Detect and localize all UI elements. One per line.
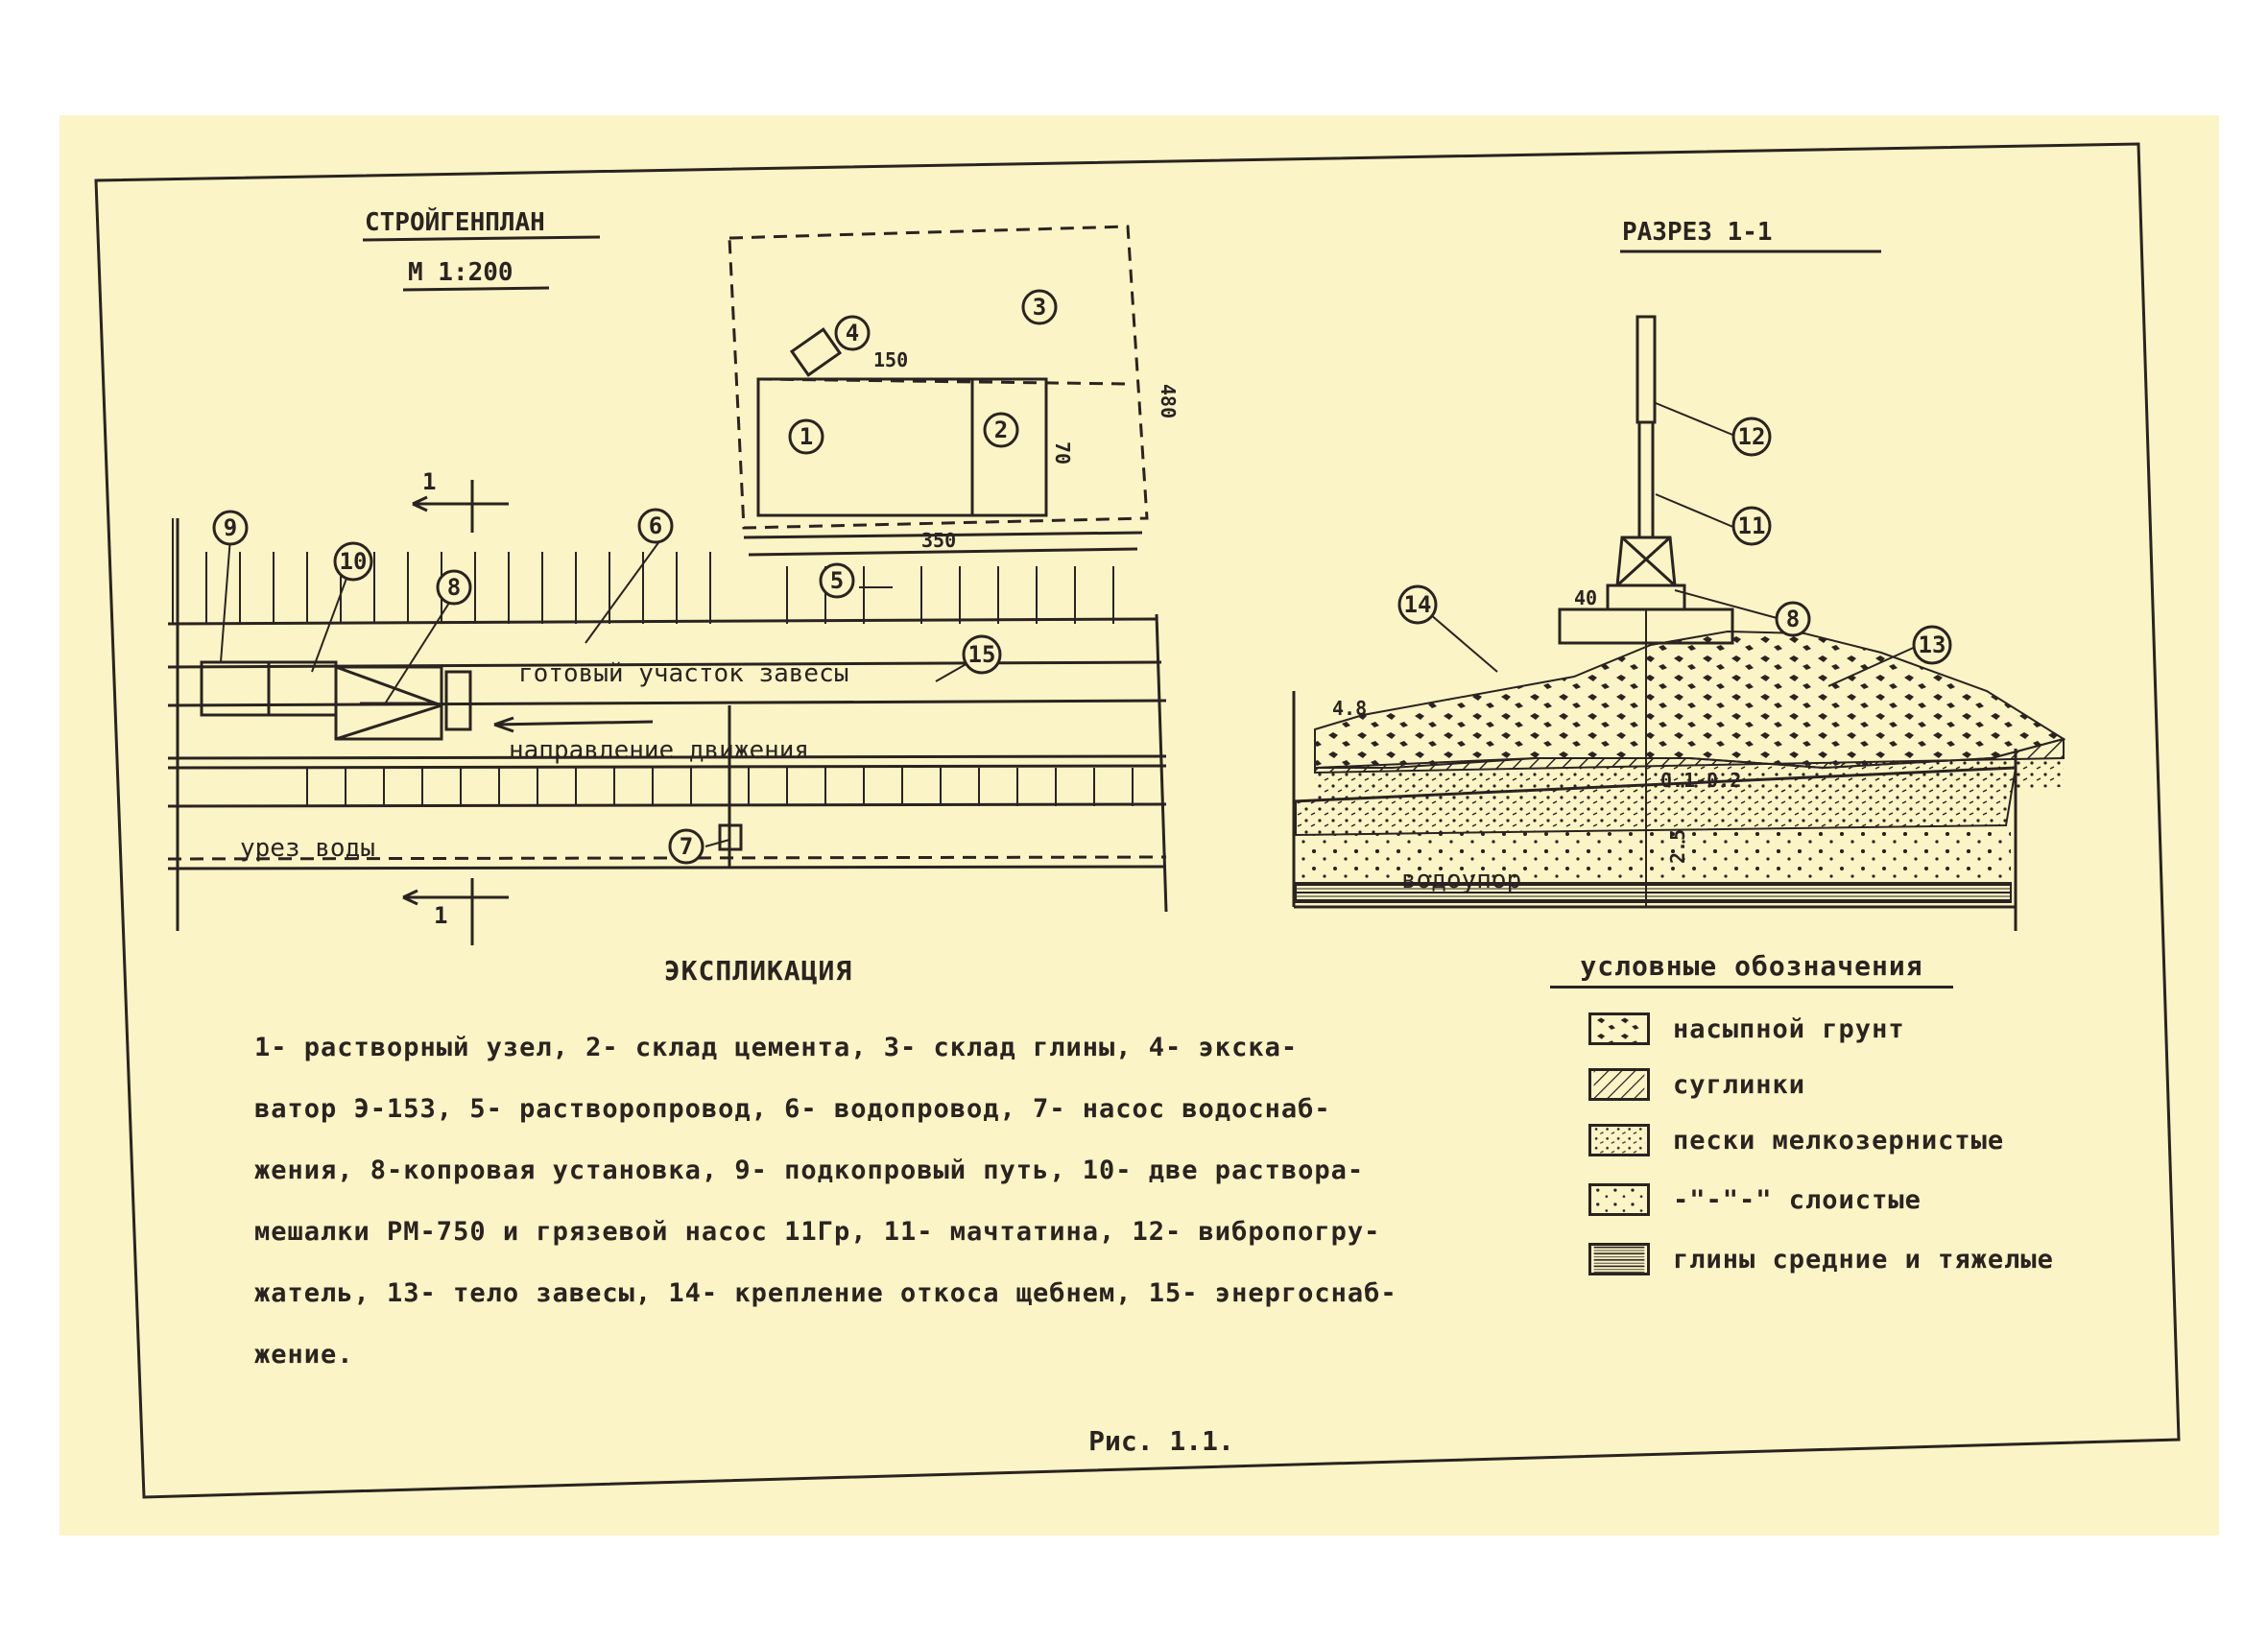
plan-ticks-bottom — [306, 768, 1134, 806]
callout-13: 13 — [1912, 625, 1952, 665]
callouts: 1 2 3 4 5 6 7 8 9 10 11 12 13 14 15 8 — [212, 289, 1952, 865]
mortar-unit — [756, 377, 1048, 517]
callout-12: 12 — [1731, 417, 1772, 457]
legend-item-loam: суглинки — [1588, 1063, 1805, 1106]
svg-text:14: 14 — [1404, 591, 1432, 618]
callout-1: 1 — [788, 418, 824, 455]
callout-14: 14 — [1397, 584, 1438, 625]
excavator-symbol — [789, 327, 843, 377]
svg-text:4: 4 — [846, 320, 859, 346]
water-edge-label: урез воды — [240, 834, 375, 863]
svg-text:12: 12 — [1738, 423, 1766, 450]
callout-leaders — [220, 402, 1921, 847]
callout-9: 9 — [212, 510, 249, 546]
legend-swatch-fill — [1588, 1013, 1650, 1045]
mast-top — [1635, 315, 1657, 424]
plan-scale: М 1:200 — [408, 258, 513, 287]
svg-text:8: 8 — [1786, 606, 1800, 632]
svg-text:5: 5 — [830, 567, 844, 594]
plan-title: СТРОЙГЕНПЛАН — [365, 206, 545, 237]
svg-text:3: 3 — [1033, 294, 1046, 321]
explication-text: 1- растворный узел, 2- склад цемента, 3-… — [254, 1033, 1397, 1370]
svg-text:10: 10 — [340, 548, 368, 575]
svg-text:11: 11 — [1738, 512, 1766, 539]
legend-label: -"-"-" слоистые — [1673, 1184, 1922, 1215]
aquiclude-label: водоупор — [1401, 866, 1521, 894]
svg-text:1: 1 — [800, 423, 813, 450]
ready-section-label: готовый участок завесы — [518, 659, 848, 688]
clay-layer — [1295, 882, 2012, 903]
callout-7: 7 — [668, 828, 704, 865]
fill-body — [1314, 630, 2066, 770]
legend-label: суглинки — [1673, 1069, 1806, 1100]
dim-2-5: 2.5 — [1666, 829, 1689, 864]
legend-item-fill: насыпной грунт — [1588, 1008, 1905, 1050]
pile-driver-frame — [334, 665, 443, 741]
direction-label: направление движения — [509, 736, 809, 765]
legend-item-fine-sand: пески мелкозернистые — [1588, 1119, 2004, 1161]
dim-70: 70 — [1051, 441, 1074, 465]
callout-5: 5 — [819, 562, 855, 599]
legend-swatch-hatch — [1588, 1068, 1650, 1101]
legend-label: пески мелкозернистые — [1673, 1125, 2005, 1156]
legend-title: условные обозначения — [1550, 950, 1953, 989]
legend-label: насыпной грунт — [1673, 1013, 1905, 1044]
dim-40: 40 — [1574, 586, 1597, 609]
dim-350: 350 — [921, 529, 956, 552]
legend-swatch-clay — [1588, 1243, 1650, 1275]
water-pump — [718, 823, 743, 851]
svg-text:7: 7 — [680, 833, 693, 860]
callout-8-section: 8 — [1775, 601, 1811, 637]
callout-2: 2 — [983, 412, 1019, 448]
legend-swatch-fine — [1588, 1124, 1650, 1156]
dim-0-1: 0.1-0.2 — [1660, 769, 1741, 792]
callout-8: 8 — [436, 569, 472, 606]
callout-15: 15 — [962, 634, 1002, 675]
mixer-block-1 — [200, 660, 271, 717]
callout-4: 4 — [834, 315, 871, 351]
dim-480: 480 — [1157, 384, 1180, 418]
explication-title: ЭКСПЛИКАЦИЯ — [663, 955, 853, 987]
callout-3: 3 — [1021, 289, 1058, 325]
dim-150: 150 — [873, 348, 908, 371]
callout-11: 11 — [1731, 506, 1772, 546]
figure-caption: Рис. 1.1. — [1088, 1425, 1234, 1457]
section-mark-top: 1 — [422, 468, 436, 495]
svg-text:15: 15 — [968, 641, 996, 668]
clay-storage-outline — [728, 225, 1149, 530]
callout-10: 10 — [333, 541, 373, 582]
svg-text:8: 8 — [447, 574, 461, 601]
callout-6: 6 — [637, 508, 674, 544]
svg-text:13: 13 — [1919, 631, 1946, 658]
drawing-frame — [94, 142, 2181, 1499]
legend-label: глины средние и тяжелые — [1673, 1244, 2054, 1275]
legend-swatch-dots — [1588, 1183, 1650, 1216]
svg-text:6: 6 — [649, 512, 662, 539]
svg-text:9: 9 — [224, 514, 237, 541]
section-title: РАЗРЕЗ 1-1 — [1622, 218, 1773, 247]
dim-4-8: 4.8 — [1332, 697, 1367, 720]
section-1-1: РАЗРЕЗ 1-1 40 4.8 0.1-0.2 2.5 водоупор — [1292, 218, 2066, 931]
section-mark-bottom: 1 — [434, 902, 447, 929]
mixer-block-2 — [267, 660, 338, 717]
legend-item-clay: глины средние и тяжелые — [1588, 1238, 2054, 1280]
legend-item-layered-sand: -"-"-" слоистые — [1588, 1179, 1922, 1221]
svg-text:2: 2 — [994, 417, 1008, 443]
